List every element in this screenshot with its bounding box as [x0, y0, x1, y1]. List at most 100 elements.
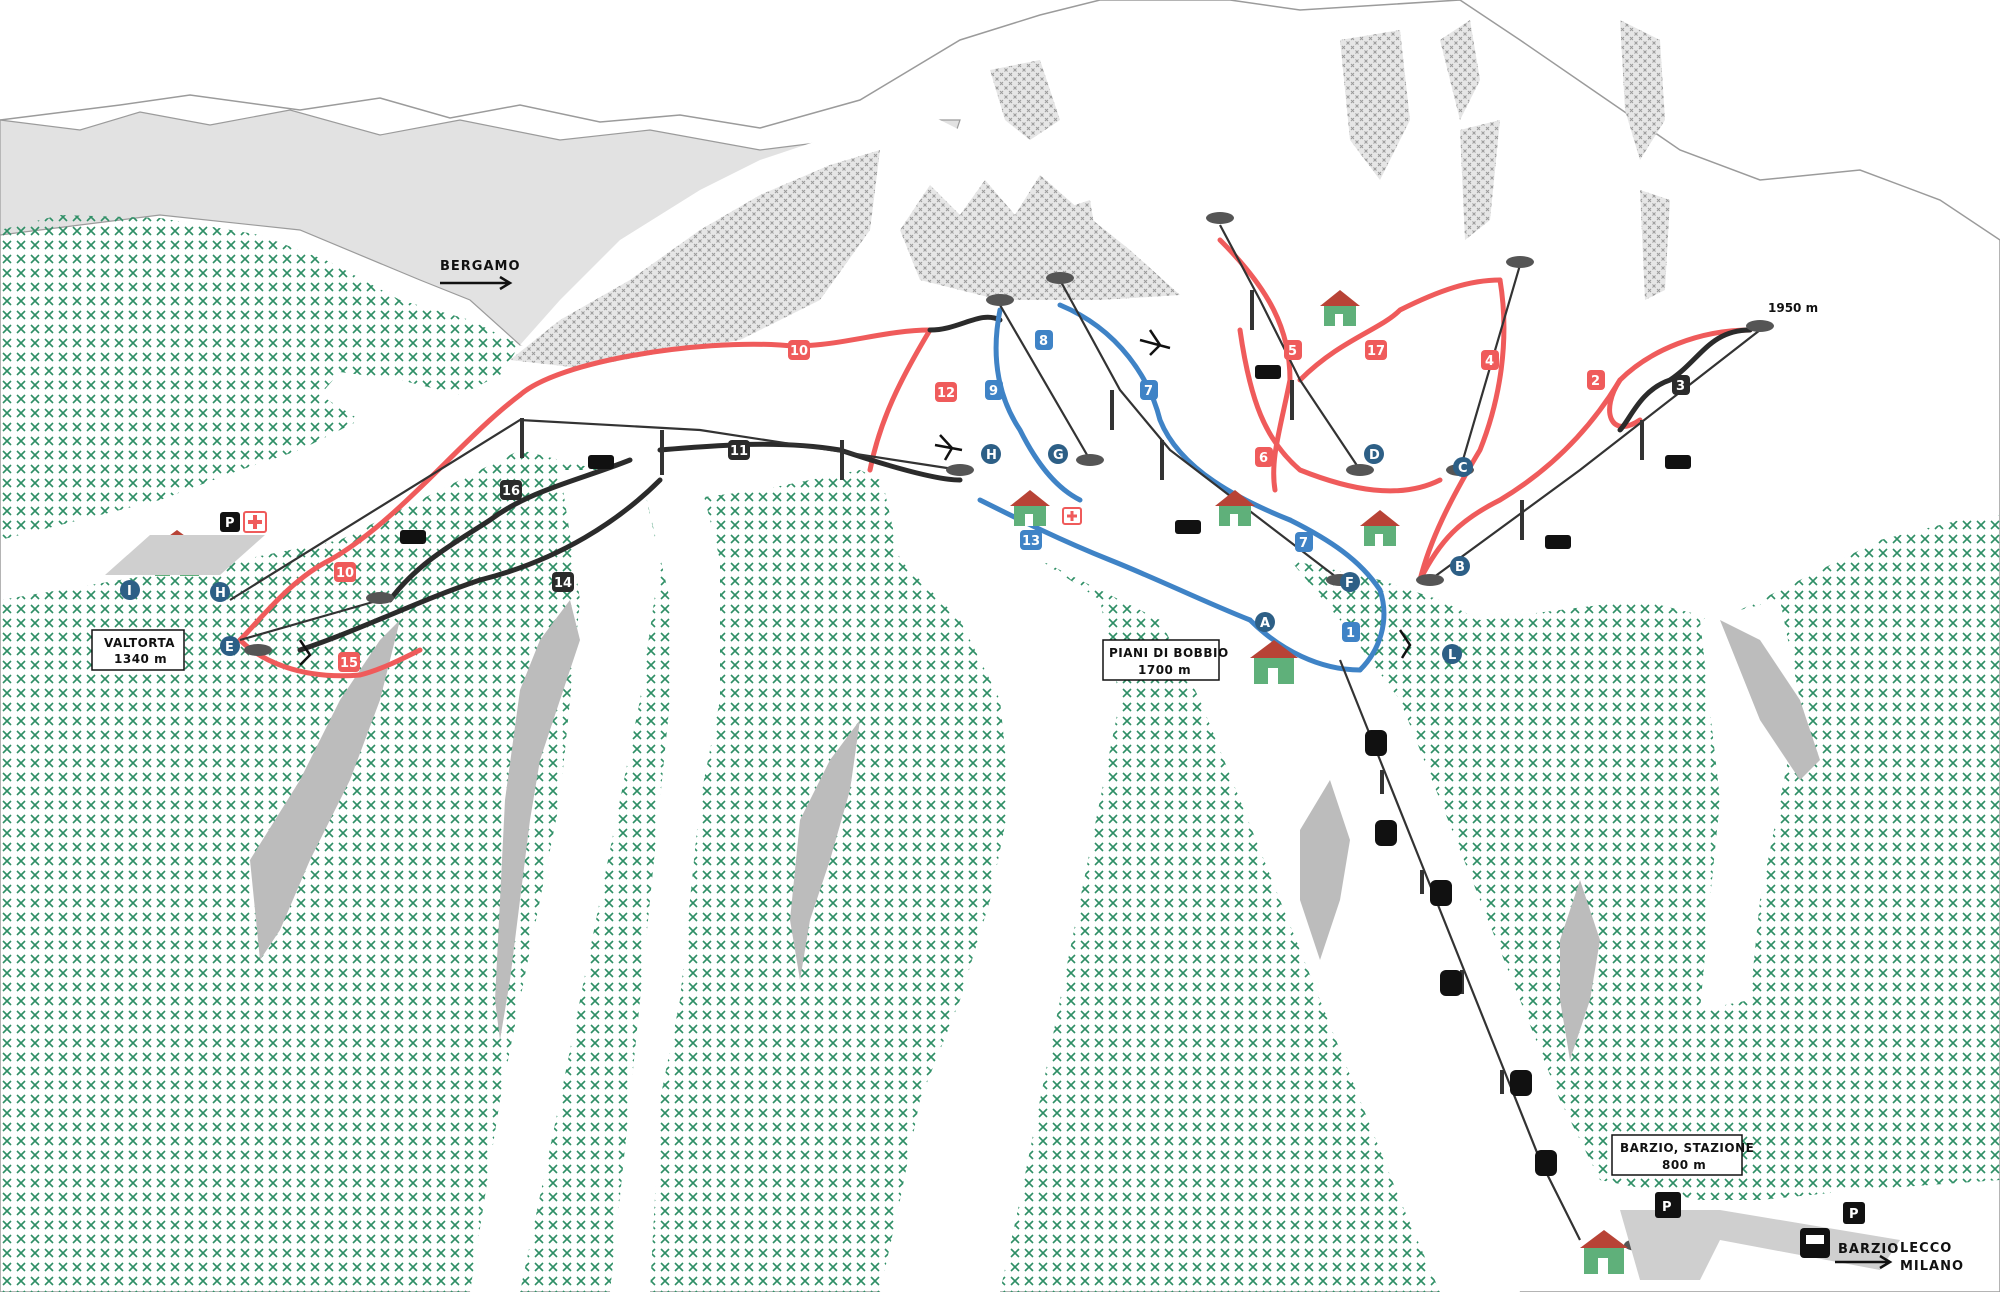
run-badge-17: 17	[1365, 340, 1387, 360]
run-2b-path	[1417, 377, 1623, 583]
lift-badges: A B C D E F G H H I L	[120, 444, 1473, 664]
lift-valtorta-main	[229, 418, 961, 601]
arrow-right-icon	[440, 275, 1893, 1270]
svg-text:L: L	[1448, 648, 1456, 663]
valley-paths	[470, 470, 1800, 1292]
svg-text:17: 17	[1367, 344, 1385, 359]
svg-text:7: 7	[1299, 536, 1308, 551]
run-badge-15: 15	[338, 652, 360, 672]
run-1-path	[1287, 517, 1387, 673]
hut-icon	[1580, 1230, 1628, 1274]
valtorta-base: P	[105, 507, 1082, 575]
lift-f	[1059, 279, 1341, 581]
run-badge-9: 9	[985, 380, 1003, 400]
place-labels: BERGAMO VALTORTA 1340 m PIANI DI BOBBIO …	[91, 259, 1964, 1274]
svg-text:7: 7	[1144, 384, 1153, 399]
run-4-path	[1417, 277, 1507, 583]
lift-badge-G: G	[1048, 444, 1068, 464]
chairlift-icon	[400, 365, 1691, 549]
valtorta-label-box	[91, 629, 185, 671]
parking-label: P	[1849, 1207, 1859, 1222]
run-badge-10: 10	[788, 340, 810, 360]
lift-badge-F: F	[1340, 572, 1360, 592]
hut-icon	[1010, 490, 1050, 526]
lift-badge-D: D	[1364, 444, 1384, 464]
parking-icon	[1843, 1202, 1865, 1224]
parking-icon	[1655, 1192, 1681, 1218]
svg-text:9: 9	[989, 384, 998, 399]
svg-text:8: 8	[1039, 334, 1048, 349]
run-14-path	[297, 477, 663, 653]
run-badge-1: 1	[1342, 622, 1360, 642]
run-badge-6: 6	[1255, 447, 1273, 467]
svg-text:F: F	[1345, 576, 1354, 591]
svg-text:5: 5	[1288, 344, 1297, 359]
run-badge-14: 14	[552, 572, 574, 592]
open-slopes	[250, 600, 1820, 1060]
run-6-path	[1237, 327, 1443, 494]
svg-text:14: 14	[554, 576, 572, 591]
svg-text:2: 2	[1591, 374, 1600, 389]
valtorta-alt: 1340 m	[114, 652, 167, 666]
bobbio-label-box	[1102, 639, 1220, 681]
run-3-path	[1617, 327, 1753, 433]
lift-stations	[244, 212, 1774, 1251]
run-badge-2: 2	[1587, 370, 1605, 390]
lift-b	[1429, 329, 1761, 581]
lecco-label: LECCO	[1900, 1241, 1952, 1256]
bobbio-name: PIANI DI BOBBIO	[1109, 646, 1229, 660]
barzio-label-box	[1611, 1134, 1743, 1176]
run-badge-3: 3	[1672, 375, 1690, 395]
run-badge-8: 8	[1035, 330, 1053, 350]
run-badge-7b: 7	[1295, 532, 1313, 552]
hut-icon	[1215, 490, 1255, 526]
svg-text:15: 15	[340, 656, 358, 671]
barzio-base: P P	[1620, 1192, 1900, 1280]
svg-text:4: 4	[1485, 354, 1494, 369]
run-10-path	[517, 327, 933, 398]
svg-text:H: H	[986, 448, 997, 463]
lift-d	[1219, 224, 1361, 471]
svg-text:6: 6	[1259, 451, 1268, 466]
svg-text:11: 11	[730, 444, 748, 459]
lift-badge-E: E	[220, 636, 240, 656]
lift-badge-C: C	[1453, 457, 1473, 477]
barzio-alt: 800 m	[1662, 1158, 1706, 1172]
run-badge-4: 4	[1481, 350, 1499, 370]
lift-badge-I: I	[120, 580, 140, 600]
run-11-path	[657, 441, 963, 483]
svg-text:D: D	[1369, 448, 1380, 463]
svg-text:10: 10	[336, 566, 354, 581]
peak-altitude: 1950 m	[1768, 301, 1818, 315]
run-badge-16: 16	[500, 480, 522, 500]
run-badge-10b: 10	[334, 562, 356, 582]
svg-text:B: B	[1455, 560, 1465, 575]
hut-icon	[1360, 510, 1400, 546]
parking-label: P	[225, 516, 235, 531]
run-badge-13: 13	[1020, 530, 1042, 550]
bergamo-label: BERGAMO	[440, 259, 521, 274]
svg-text:A: A	[1260, 616, 1270, 631]
svg-text:1: 1	[1346, 626, 1355, 641]
run-badge-7: 7	[1140, 380, 1158, 400]
svg-text:12: 12	[937, 386, 955, 401]
run-badge-11: 11	[728, 440, 750, 460]
run-5-path	[1217, 237, 1293, 493]
hut-icon	[1320, 290, 1360, 326]
valtorta-name: VALTORTA	[104, 636, 175, 650]
lift-valtorta-lower	[239, 598, 381, 642]
parking-icon	[220, 512, 240, 532]
svg-text:C: C	[1458, 461, 1468, 476]
svg-text:H: H	[215, 586, 226, 601]
run-badge-5: 5	[1284, 340, 1302, 360]
lift-towers	[520, 290, 1644, 1094]
svg-text:I: I	[127, 584, 132, 599]
svg-text:E: E	[225, 640, 234, 655]
lift-g-upper	[999, 304, 1091, 461]
milano-label: MILANO	[1900, 1259, 1964, 1274]
gondola-icon	[1365, 730, 1557, 1176]
run-16-path	[387, 457, 633, 603]
lift-badge-H-valtorta: H	[210, 582, 230, 602]
run-8-9-path	[993, 307, 1083, 503]
